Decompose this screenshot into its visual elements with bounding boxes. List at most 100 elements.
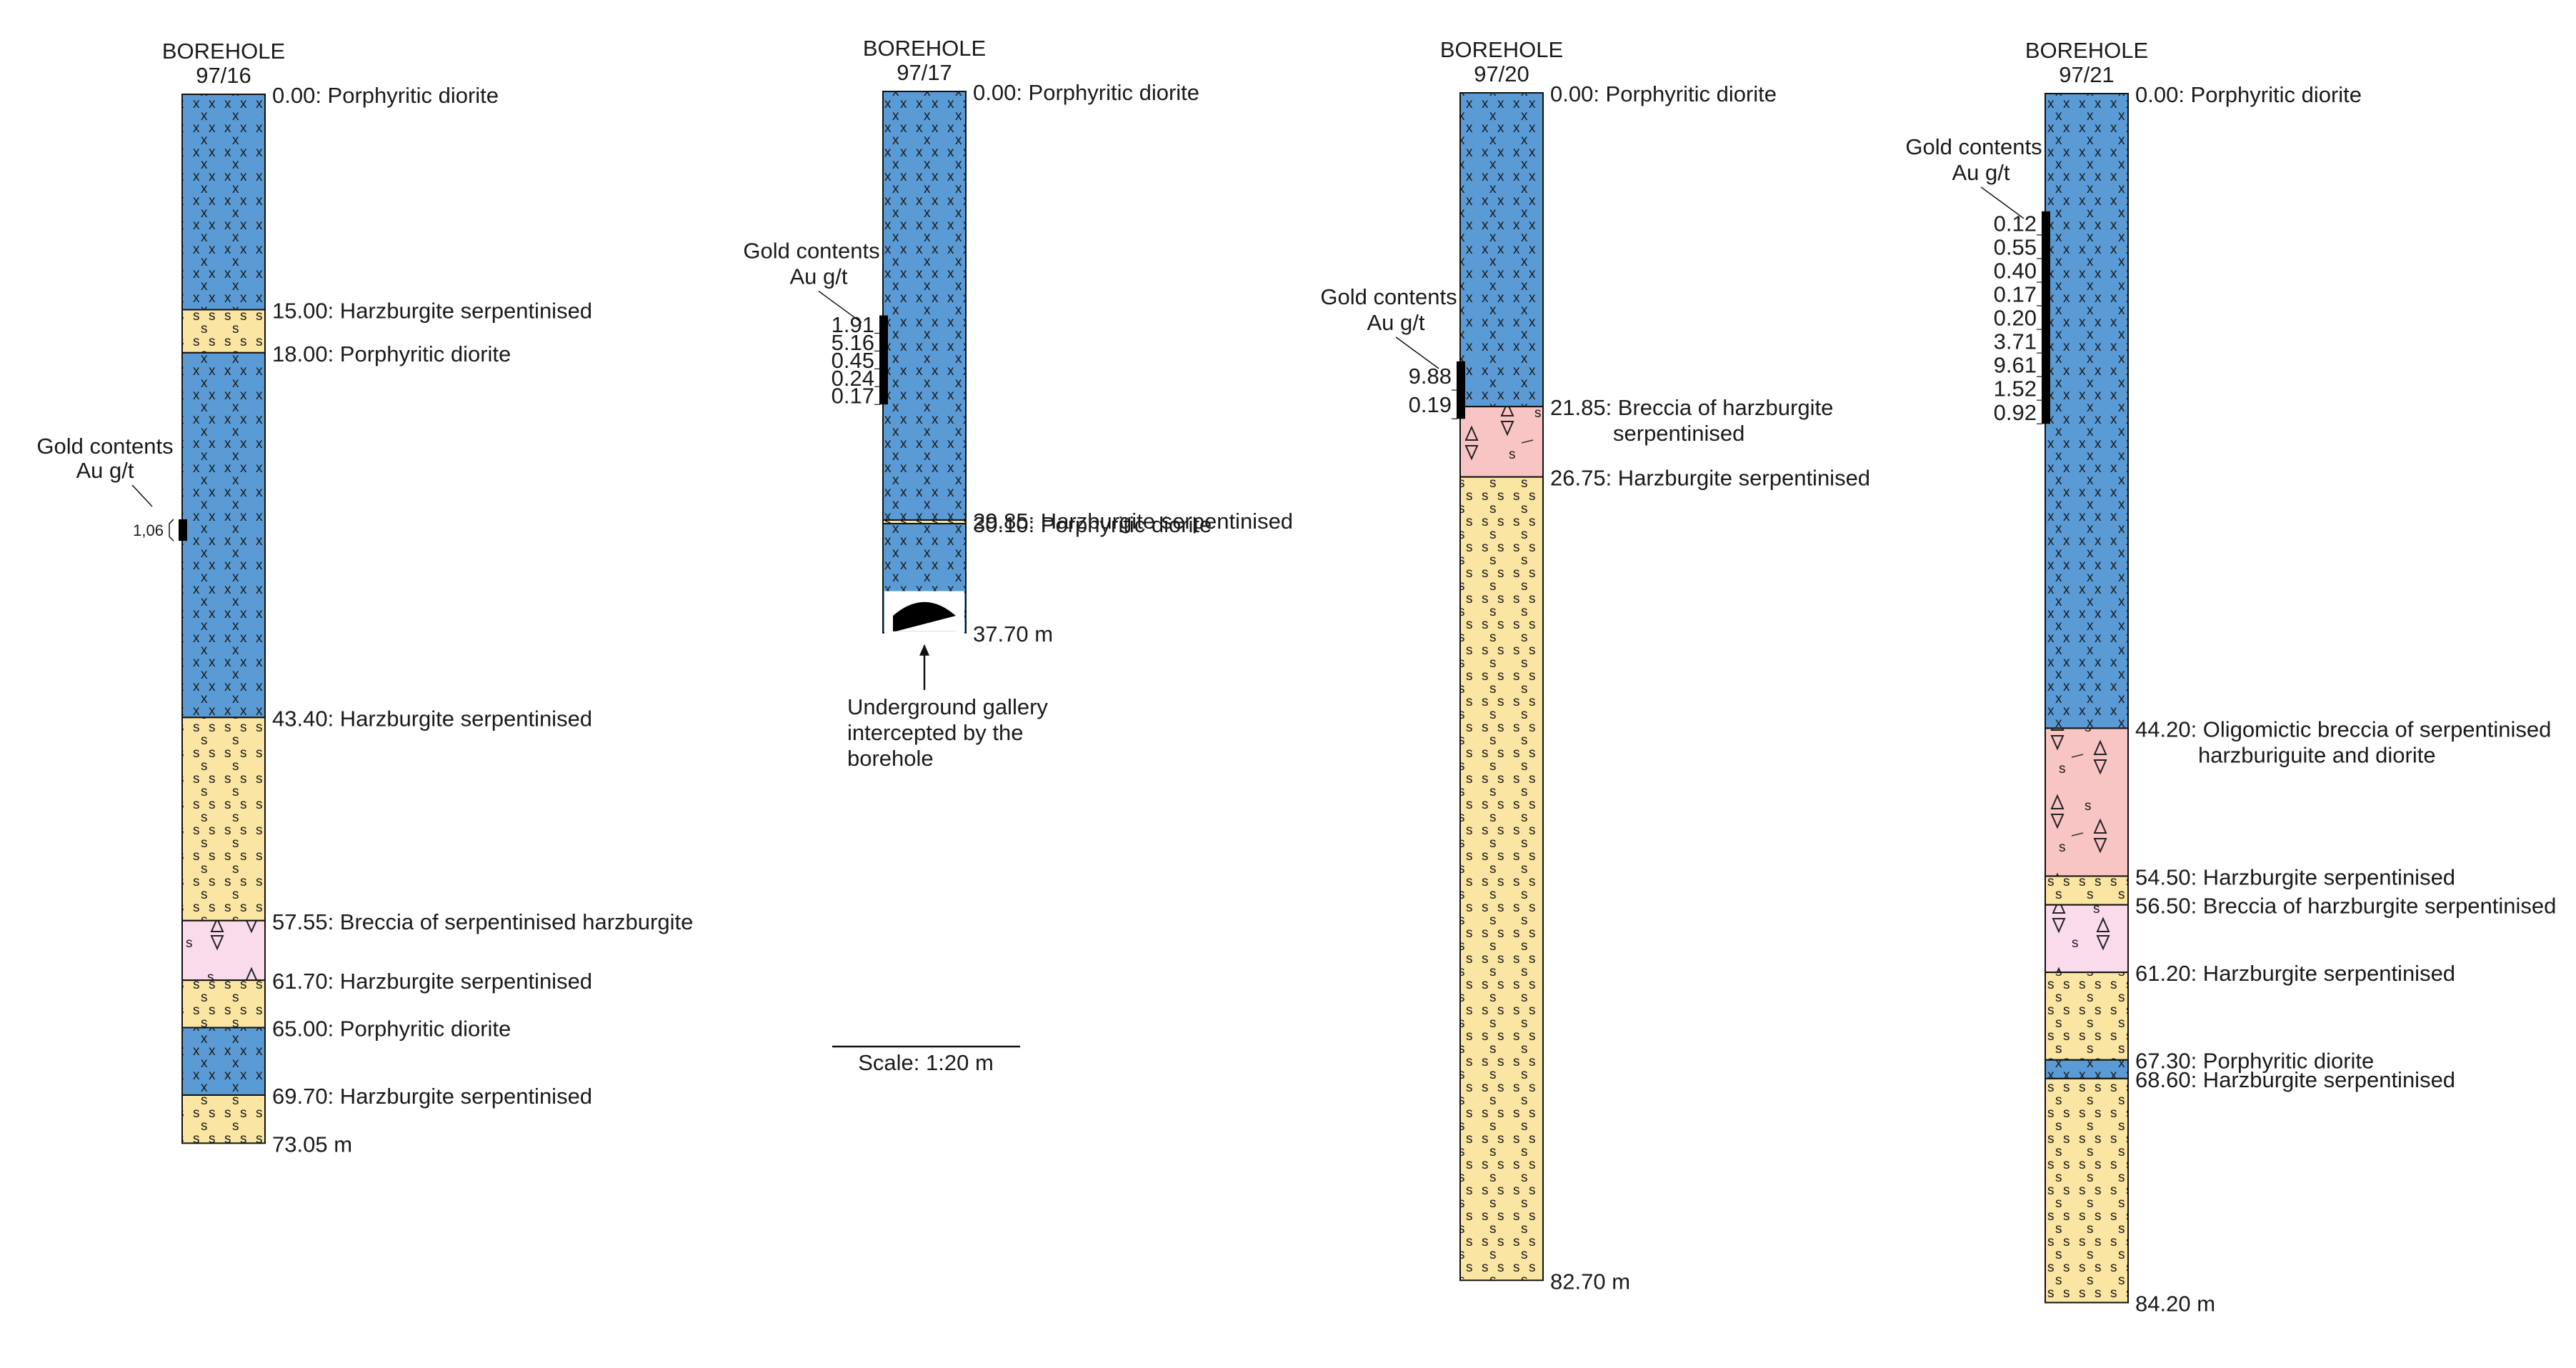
- gold-bracket: [169, 519, 174, 541]
- layer-breccia-light: [181, 919, 266, 982]
- gold-heading: Gold contents: [1320, 284, 1457, 309]
- layer-label: 30.10: Porphyritic diorite: [973, 512, 1212, 537]
- gold-heading: Gold contents: [36, 434, 173, 459]
- layer-diorite: [2045, 1059, 2129, 1079]
- gold-heading: Gold contents: [1905, 134, 2042, 159]
- layer-label: 68.60: Harzburgite serpentinised: [2135, 1067, 2455, 1092]
- gold-heading-unit: Au g/t: [76, 458, 134, 483]
- layer-label: 65.00: Porphyritic diorite: [272, 1017, 511, 1042]
- gallery-note: Underground gallery: [847, 694, 1048, 719]
- gold-leader-line: [818, 290, 862, 324]
- layer-label: 69.70: Harzburgite serpentinised: [272, 1084, 592, 1109]
- layer-label-continued: harzburiguite and diorite: [2198, 742, 2436, 767]
- borehole-title: BOREHOLE: [863, 36, 986, 61]
- layer-label: 29.85: Harzburgite serpentinised: [973, 509, 1293, 534]
- gold-value: 3.71: [1994, 329, 2037, 354]
- layer-label: 54.50: Harzburgite serpentinised: [2135, 864, 2455, 889]
- end-depth-label: 73.05 m: [272, 1132, 352, 1157]
- layer-label: 44.20: Oligomictic breccia of serpentini…: [2135, 717, 2551, 742]
- gold-heading-unit: Au g/t: [790, 264, 848, 289]
- layer-label: 18.00: Porphyritic diorite: [272, 341, 511, 366]
- gold-value: 0.17: [1994, 282, 2037, 307]
- layer-diorite: [2045, 93, 2129, 729]
- gallery-note: borehole: [847, 746, 934, 771]
- layer-serpentinite: [181, 979, 266, 1029]
- scale-label: Scale: 1:20 m: [858, 1050, 994, 1075]
- gold-interval-bar: [2042, 211, 2050, 424]
- borehole-number: 97/17: [897, 60, 952, 85]
- gold-value: 1,06: [133, 521, 164, 539]
- gold-value: 0.17: [832, 384, 874, 409]
- layer-diorite: [181, 1027, 266, 1096]
- layer-label: 21.85: Breccia of harzburgite: [1550, 395, 1833, 420]
- layer-label-continued: serpentinised: [1613, 421, 1744, 446]
- layer-diorite: [1459, 92, 1544, 408]
- borehole-number: 97/16: [196, 63, 251, 88]
- borehole-number: 97/20: [1474, 61, 1529, 86]
- layer-label: 67.30: Porphyritic diorite: [2135, 1049, 2374, 1074]
- gallery-note: intercepted by the: [847, 720, 1023, 745]
- gold-heading-unit: Au g/t: [1367, 310, 1425, 335]
- gold-heading-unit: Au g/t: [1952, 160, 2010, 185]
- gold-value: 0.19: [1409, 392, 1452, 417]
- borehole-title: BOREHOLE: [162, 39, 285, 64]
- layer-serpentinite: [181, 1094, 266, 1144]
- layer-label: 57.55: Breccia of serpentinised harzburg…: [272, 909, 693, 934]
- gallery-arrow-head: [919, 644, 929, 656]
- layer-breccia-pink: [2045, 727, 2129, 877]
- gold-interval-bar: [1457, 361, 1465, 419]
- end-depth-label: 84.20 m: [2135, 1291, 2215, 1316]
- layer-breccia-pink: [1459, 406, 1544, 478]
- layer-serpentinite: [181, 309, 266, 354]
- layer-label: 61.70: Harzburgite serpentinised: [272, 969, 592, 994]
- borehole-number: 97/21: [2059, 62, 2115, 87]
- layer-label: 15.00: Harzburgite serpentinised: [272, 299, 592, 324]
- gallery-floor: [896, 616, 956, 631]
- gold-value: 0.92: [1994, 400, 2037, 425]
- gold-value: 1.52: [1994, 376, 2037, 401]
- layer-serpentinite: [2045, 875, 2129, 906]
- gold-value: 5.16: [832, 330, 874, 355]
- gold-value: 9.61: [1994, 353, 2037, 378]
- gold-value: 0.20: [1994, 306, 2037, 331]
- layer-label: 43.40: Harzburgite serpentinised: [272, 706, 592, 731]
- layer-label: 0.00: Porphyritic diorite: [2135, 82, 2362, 107]
- borehole-title: BOREHOLE: [2025, 38, 2148, 63]
- layer-label: 0.00: Porphyritic diorite: [973, 80, 1199, 105]
- gold-value: 0.24: [832, 366, 874, 391]
- gold-value: 0.45: [832, 348, 874, 373]
- layer-label: 56.50: Breccia of harzburgite serpentini…: [2135, 894, 2556, 919]
- layer-label: 0.00: Porphyritic diorite: [1550, 81, 1777, 106]
- layer-diorite: [181, 351, 266, 719]
- layer-label: 61.20: Harzburgite serpentinised: [2135, 961, 2455, 986]
- gold-interval-bar: [179, 519, 187, 541]
- gold-value: 9.88: [1409, 364, 1452, 389]
- gold-value: 0.12: [1994, 211, 2037, 236]
- layer-diorite: [181, 94, 266, 311]
- layer-label: 0.00: Porphyritic diorite: [272, 83, 499, 108]
- gold-leader-line: [1980, 186, 2025, 219]
- gold-leader-line: [131, 484, 153, 507]
- layer-serpentinite: [2045, 1077, 2129, 1304]
- end-depth-label: 37.70 m: [973, 621, 1053, 646]
- layer-serpentinite: [1459, 476, 1544, 1282]
- layer-breccia-light: [2045, 904, 2129, 974]
- layer-diorite: [882, 91, 967, 521]
- gold-value: 0.40: [1994, 258, 2037, 283]
- end-depth-label: 82.70 m: [1550, 1269, 1630, 1294]
- gold-interval-bar: [879, 315, 888, 405]
- gold-leader-line: [1395, 336, 1439, 369]
- layer-serpentinite: [2045, 972, 2129, 1061]
- layer-label: 26.75: Harzburgite serpentinised: [1550, 466, 1870, 491]
- scale-bar: Scale: 1:20 m: [832, 1045, 1020, 1075]
- layer-serpentinite: [181, 717, 266, 922]
- gold-value: 0.55: [1994, 234, 2037, 259]
- gold-heading: Gold contents: [743, 239, 879, 264]
- borehole-title: BOREHOLE: [1440, 37, 1563, 62]
